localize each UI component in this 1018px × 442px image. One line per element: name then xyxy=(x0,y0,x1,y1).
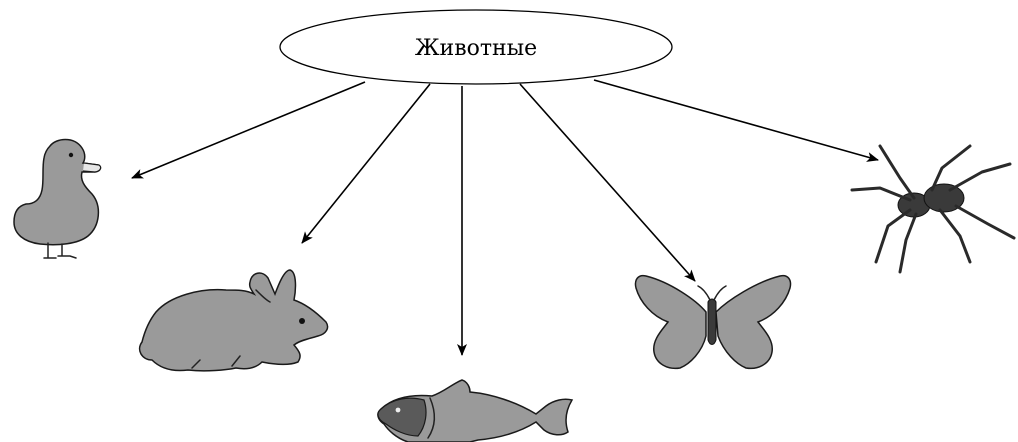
root-node: Животные xyxy=(279,9,673,85)
duck-icon xyxy=(13,138,102,259)
root-label: Животные xyxy=(415,36,537,61)
arrow-to-rabbit xyxy=(301,83,431,244)
arrow-to-spider xyxy=(593,79,879,162)
spider-icon xyxy=(850,144,1016,274)
butterfly-icon xyxy=(634,274,792,370)
arrows xyxy=(131,79,879,356)
root-ellipse xyxy=(279,9,673,85)
arrow-to-duck xyxy=(131,81,366,179)
arrow-to-butterfly xyxy=(519,83,696,282)
rabbit-icon xyxy=(138,269,329,372)
fish-icon xyxy=(377,379,574,442)
